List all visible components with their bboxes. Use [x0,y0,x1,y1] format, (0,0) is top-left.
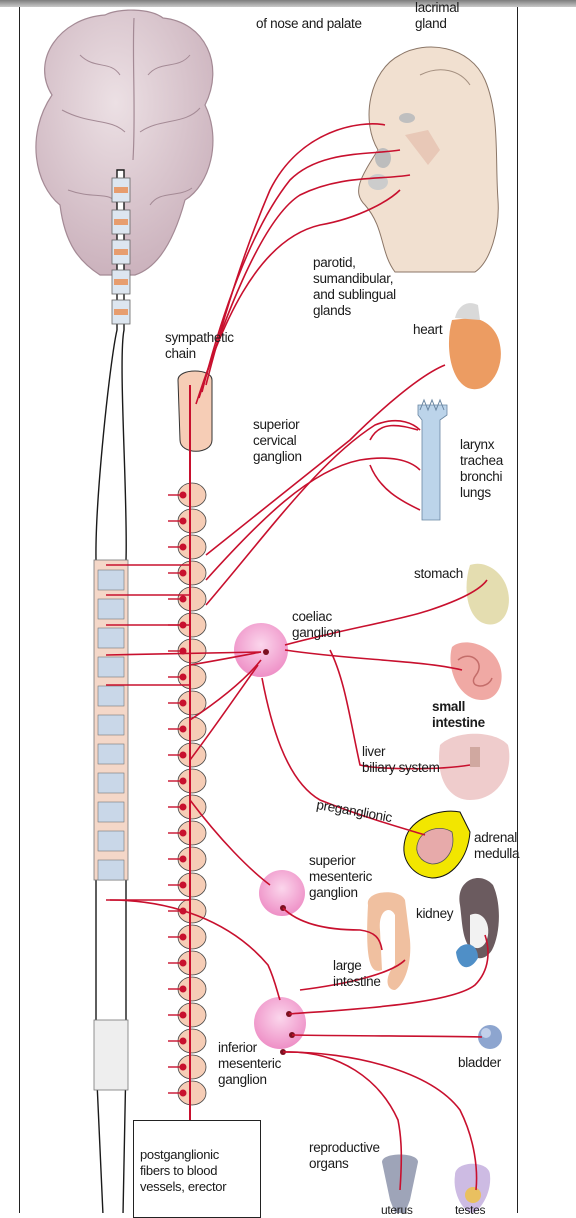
synapse-dot [180,1064,187,1071]
label-sympathetic-chain: sympathetic chain [165,330,234,362]
synapse-dot [180,882,187,889]
synapse-dot [180,856,187,863]
thoracic-vertebra-segment [98,715,124,735]
label-small-intestine: small intestine [432,699,485,731]
small-intestine-illustration [450,642,501,700]
legend-text: postganglionic fibers to blood vessels, … [140,1147,226,1195]
kidney-illustration [456,878,499,967]
synapse-dot [180,544,187,551]
label-superior-mesenteric-ganglion: superior mesenteric ganglion [309,853,372,901]
label-adrenal-medulla: adrenal medulla [474,830,519,862]
synapse-dot [180,1012,187,1019]
thoracic-vertebra-segment [98,570,124,590]
synapse-dot [180,778,187,785]
head-illustration [359,47,499,272]
label-bladder: bladder [458,1055,501,1071]
synapse-dot [180,518,187,525]
label-liver-biliary: liver biliary system [362,744,440,776]
lungs-airway-illustration [418,400,447,520]
synapse-dot [180,492,187,499]
vertebra-band [114,219,128,225]
label-testes: testes [455,1202,485,1218]
superior-mesenteric-ganglion [259,870,305,916]
thoracic-vertebra-segment [98,657,124,677]
thoracic-vertebra-segment [98,831,124,851]
label-lacrimal-gland: lacrimal gland [415,0,459,32]
stomach-illustration [467,564,509,625]
synapse-dot [180,934,187,941]
heart-illustration [449,303,501,389]
synapse-dot [180,596,187,603]
synapse-dot [180,1038,187,1045]
vertebra-band [114,249,128,255]
synapse-dot [180,960,187,967]
thoracic-vertebra-segment [98,744,124,764]
coeliac-ganglion [234,623,288,677]
legend-box: postganglionic fibers to blood vessels, … [133,1120,261,1218]
label-nose-palate: of nose and palate [256,16,362,32]
thoracic-vertebra-segment [98,599,124,619]
label-parotid-glands: parotid, sumandibular, and sublingual gl… [313,255,396,319]
label-uterus: uterus [381,1202,413,1218]
label-coeliac-ganglion: coeliac ganglion [292,609,341,641]
adrenal-illustration [404,811,470,878]
synapse-dot [180,570,187,577]
sympathetic-chain [168,371,212,1130]
label-reproductive-organs: reproductive organs [309,1140,380,1172]
label-superior-cervical-ganglion: superior cervical ganglion [253,417,302,465]
thoracic-vertebra-segment [98,773,124,793]
label-stomach: stomach [414,566,463,582]
synapse-dot [180,830,187,837]
synapse-dot [180,674,187,681]
spinal-cord [94,170,130,1213]
label-inferior-mesenteric-ganglion: inferior mesenteric ganglion [218,1040,281,1088]
label-large-intestine: large intestine [333,958,381,990]
synapse-dot [180,986,187,993]
synapse-dot [180,752,187,759]
synapse-dot [180,700,187,707]
synapse-dot [180,1090,187,1097]
thoracic-vertebra-segment [98,860,124,880]
synapse-dot [180,726,187,733]
label-larynx-lungs: larynx trachea bronchi lungs [460,437,503,501]
label-heart: heart [413,322,442,338]
vertebra-band [114,279,128,285]
label-kidney: kidney [416,906,453,922]
vertebra-band [114,187,128,193]
thoracic-vertebra-segment [98,628,124,648]
vertebra-band [114,309,128,315]
synapse-dot [180,804,187,811]
thoracic-vertebra-segment [98,802,124,822]
thoracic-vertebra-segment [98,686,124,706]
